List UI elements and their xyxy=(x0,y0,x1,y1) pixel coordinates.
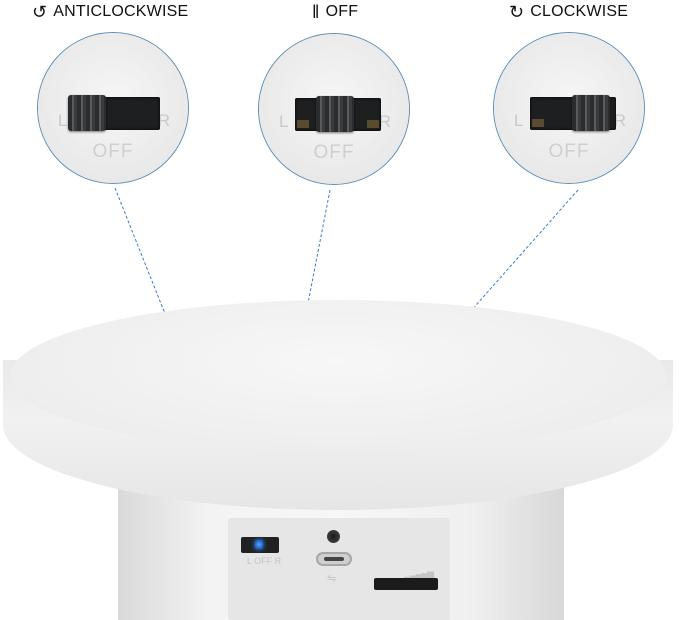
usb-icon: ⇋ xyxy=(327,573,337,585)
zoom-switch-off: L R OFF xyxy=(258,33,410,185)
switch-contact-left xyxy=(532,119,544,127)
switch-off-mark: OFF xyxy=(548,141,590,162)
switch-contact-right xyxy=(367,120,379,128)
switch-off-mark: OFF xyxy=(313,142,355,163)
zoom-switch-anticlockwise: L R OFF xyxy=(37,32,189,184)
direction-switch[interactable] xyxy=(241,537,279,553)
switch-knob xyxy=(572,95,610,131)
switch-mark-left: L xyxy=(279,112,289,131)
usb-c-port[interactable] xyxy=(316,552,352,566)
label-anticlockwise-text: ANTICLOCKWISE xyxy=(53,3,189,20)
label-off: ‖ OFF xyxy=(312,1,358,23)
indicator-hole xyxy=(327,530,340,543)
led-indicator xyxy=(255,540,263,549)
switch-mark-right: R xyxy=(378,112,391,131)
label-off-text: OFF xyxy=(325,3,359,20)
switch-mark-left: L xyxy=(514,111,524,130)
switch-mark-right: R xyxy=(613,111,626,130)
label-anticlockwise: ↺ ANTICLOCKWISE xyxy=(32,1,188,23)
speed-slider-slot[interactable] xyxy=(374,578,438,590)
label-clockwise-text: CLOCKWISE xyxy=(530,3,629,20)
switch-knob xyxy=(68,95,106,131)
switch-mark-left: L xyxy=(58,111,68,130)
pause-icon: ‖ xyxy=(312,2,320,22)
turntable-disk-top xyxy=(10,300,666,452)
direction-switch-label: L OFF R xyxy=(247,556,282,566)
switch-knob xyxy=(316,96,354,132)
label-clockwise: ↻ CLOCKWISE xyxy=(509,1,628,23)
zoom-switch-clockwise: L R OFF xyxy=(493,32,645,184)
switch-contact-left xyxy=(297,120,309,128)
callout-line-clockwise xyxy=(267,189,579,541)
clockwise-arrow-icon: ↻ xyxy=(509,2,525,22)
switch-off-mark: OFF xyxy=(92,141,134,162)
switch-mark-right: R xyxy=(157,111,170,130)
anticlockwise-arrow-icon: ↺ xyxy=(32,2,48,22)
speed-bars-icon: ▁▂▃▄▅ xyxy=(404,568,434,578)
